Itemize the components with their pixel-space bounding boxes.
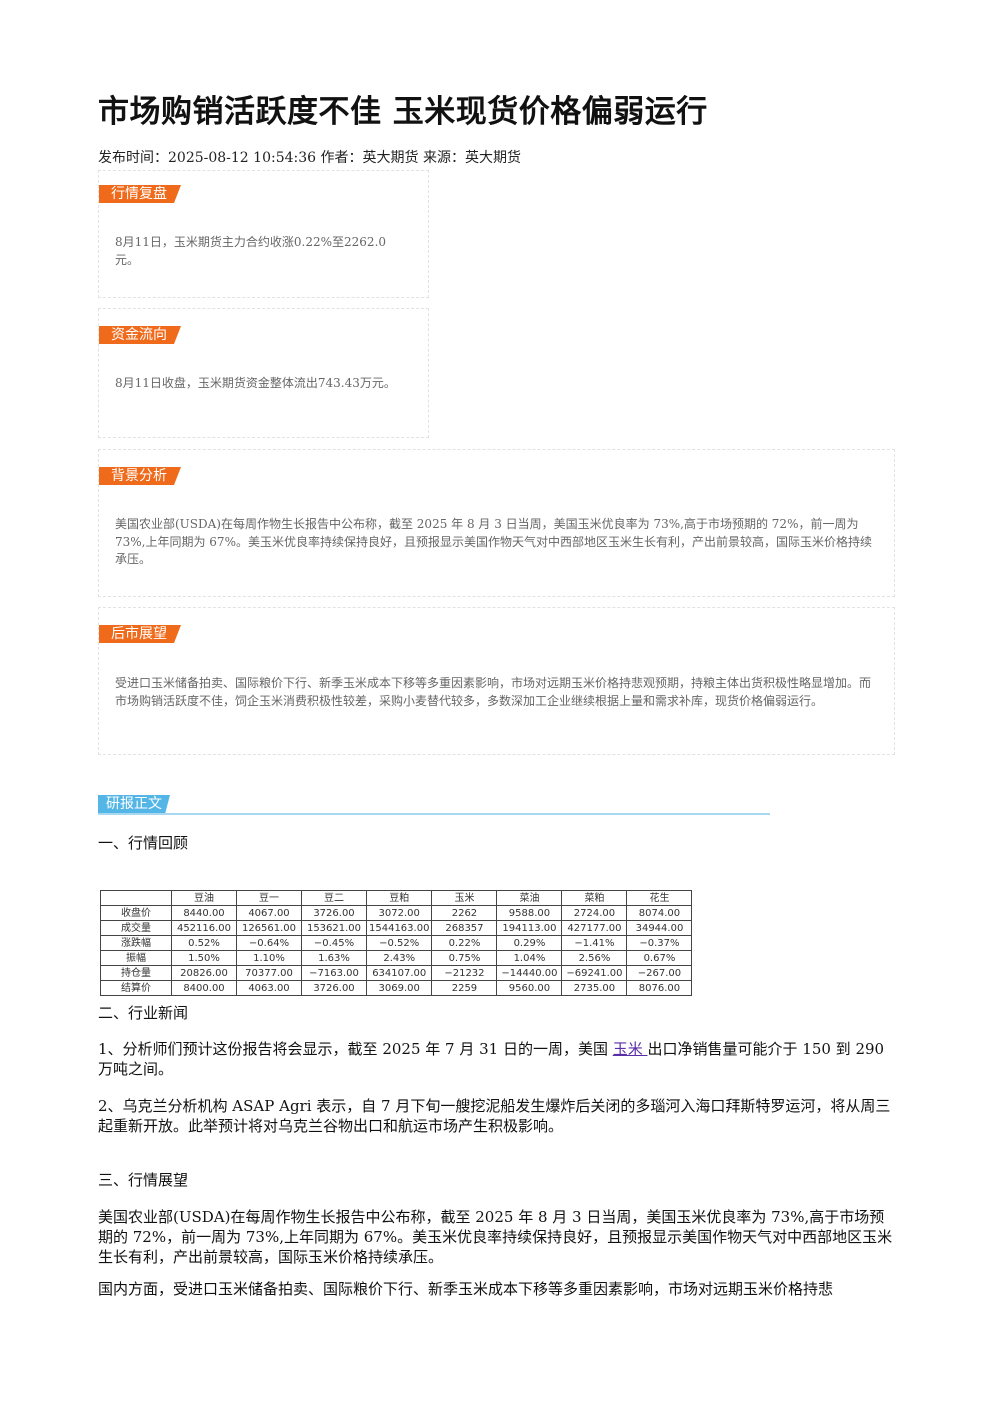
summary-box-background: 背景分析 美国农业部(USDA)在每周作物生长报告中公布称，截至 2025 年 … <box>98 449 895 597</box>
table-header-cell <box>100 890 172 906</box>
table-cell: −7163.00 <box>301 965 367 981</box>
summary-box-outlook: 后市展望 受进口玉米储备拍卖、国际粮价下行、新季玉米成本下移等多重因素影响，市场… <box>98 607 895 755</box>
table-cell: 2724.00 <box>561 905 628 921</box>
page-title: 市场购销活跃度不佳 玉米现货价格偏弱运行 <box>98 94 708 130</box>
table-cell: 0.67% <box>626 950 693 966</box>
table-cell: −0.45% <box>301 935 367 951</box>
table-cell: 9588.00 <box>496 905 563 921</box>
section-heading-outlook: 三、行情展望 <box>98 1171 189 1189</box>
corn-link[interactable]: 玉米 <box>612 1040 648 1058</box>
table-cell: 126561.00 <box>236 920 302 936</box>
table-cell: 3726.00 <box>301 905 367 921</box>
box-text: 美国农业部(USDA)在每周作物生长报告中公布称，截至 2025 年 8 月 3… <box>115 517 872 566</box>
outlook-paragraph-1: 美国农业部(USDA)在每周作物生长报告中公布称，截至 2025 年 8 月 3… <box>98 1208 893 1266</box>
table-cell: −1.41% <box>561 935 628 951</box>
table-cell: −21232 <box>431 965 498 981</box>
news-item-2: 2、乌克兰分析机构 ASAP Agri 表示，自 7 月下旬一艘挖泥船发生爆炸后… <box>98 1097 891 1135</box>
table-header-cell: 豆二 <box>301 890 367 906</box>
news-text: 1、分析师们预计这份报告将会显示，截至 2025 年 7 月 31 日的一周，美… <box>98 1040 613 1058</box>
table-cell: 194113.00 <box>496 920 563 936</box>
table-cell: 452116.00 <box>171 920 237 936</box>
table-cell: 1.63% <box>301 950 367 966</box>
section-heading-review: 一、行情回顾 <box>98 834 189 852</box>
news-text: 出口净销售量可能介于 150 到 290 万吨之间。 <box>98 1040 885 1078</box>
table-cell: 4067.00 <box>236 905 302 921</box>
table-cell: 2.43% <box>365 950 433 966</box>
news-item-1: 1、分析师们预计这份报告将会显示，截至 2025 年 7 月 31 日的一周，美… <box>98 1039 894 1079</box>
table-cell: 2735.00 <box>561 980 628 996</box>
table-row-label: 振幅 <box>100 950 172 966</box>
box-tag: 后市展望 <box>99 625 181 643</box>
table-cell: −267.00 <box>626 965 693 981</box>
table-cell: 20826.00 <box>171 965 237 981</box>
table-cell: 8400.00 <box>171 980 237 996</box>
table-cell: 3072.00 <box>365 905 433 921</box>
section-heading-news: 二、行业新闻 <box>98 1004 189 1022</box>
table-header-cell: 豆油 <box>171 890 237 906</box>
table-cell: 1.10% <box>236 950 302 966</box>
table-cell: 70377.00 <box>236 965 302 981</box>
table-cell: 0.29% <box>496 935 563 951</box>
outlook-paragraph-2: 国内方面，受进口玉米储备拍卖、国际粮价下行、新季玉米成本下移等多重因素影响，市场… <box>98 1280 834 1298</box>
box-text: 受进口玉米储备拍卖、国际粮价下行、新季玉米成本下移等多重因素影响，市场对远期玉米… <box>115 676 872 708</box>
table-header-cell: 豆粕 <box>365 890 433 906</box>
table-cell: 2262 <box>431 905 498 921</box>
table-header-cell: 花生 <box>626 890 693 906</box>
table-cell: 1.04% <box>496 950 563 966</box>
table-header-cell: 豆一 <box>236 890 302 906</box>
table-row-label: 结算价 <box>100 980 172 996</box>
table-cell: −69241.00 <box>561 965 628 981</box>
box-text: 8月11日，玉米期货主力合约收涨0.22%至2262.0元。 <box>115 235 387 267</box>
box-tag: 行情复盘 <box>99 185 181 203</box>
table-cell: −14440.00 <box>496 965 563 981</box>
table-header-row: 豆油豆一豆二豆粕玉米菜油菜粕花生 <box>100 890 693 906</box>
report-divider <box>98 813 770 815</box>
table-cell: −0.52% <box>365 935 433 951</box>
table-row-label: 持仓量 <box>100 965 172 981</box>
table-cell: 0.75% <box>431 950 498 966</box>
table-row-label: 收盘价 <box>100 905 172 921</box>
table-cell: 634107.00 <box>365 965 433 981</box>
table-cell: −0.64% <box>236 935 302 951</box>
table-cell: 8076.00 <box>626 980 693 996</box>
table-cell: 1.50% <box>171 950 237 966</box>
table-header-cell: 菜粕 <box>561 890 628 906</box>
table-header-cell: 玉米 <box>431 890 498 906</box>
table-cell: 4063.00 <box>236 980 302 996</box>
table-cell: 268357 <box>431 920 498 936</box>
report-body-tag: 研报正文 <box>98 795 170 814</box>
table-cell: 153621.00 <box>301 920 367 936</box>
table-cell: 8440.00 <box>171 905 237 921</box>
table-cell: 1544163.00 <box>365 920 433 936</box>
table-cell: 427177.00 <box>561 920 628 936</box>
table-cell: 2259 <box>431 980 498 996</box>
box-text: 8月11日收盘，玉米期货资金整体流出743.43万元。 <box>115 376 396 390</box>
summary-box-market-review: 行情复盘 8月11日，玉米期货主力合约收涨0.22%至2262.0元。 <box>98 170 429 298</box>
table-cell: 0.22% <box>431 935 498 951</box>
table-cell: 9560.00 <box>496 980 563 996</box>
box-tag: 背景分析 <box>99 467 181 485</box>
table-cell: 3726.00 <box>301 980 367 996</box>
article-meta: 发布时间：2025-08-12 10:54:36 作者：英大期货 来源：英大期货 <box>98 150 521 166</box>
table-row-label: 涨跌幅 <box>100 935 172 951</box>
table-cell: 3069.00 <box>365 980 433 996</box>
table-cell: 8074.00 <box>626 905 693 921</box>
table-cell: 0.52% <box>171 935 237 951</box>
table-row-label: 成交量 <box>100 920 172 936</box>
table-cell: 2.56% <box>561 950 628 966</box>
table-header-cell: 菜油 <box>496 890 563 906</box>
summary-box-capital-flow: 资金流向 8月11日收盘，玉米期货资金整体流出743.43万元。 <box>98 308 429 438</box>
table-cell: −0.37% <box>626 935 693 951</box>
box-tag: 资金流向 <box>99 326 181 344</box>
table-cell: 34944.00 <box>626 920 693 936</box>
